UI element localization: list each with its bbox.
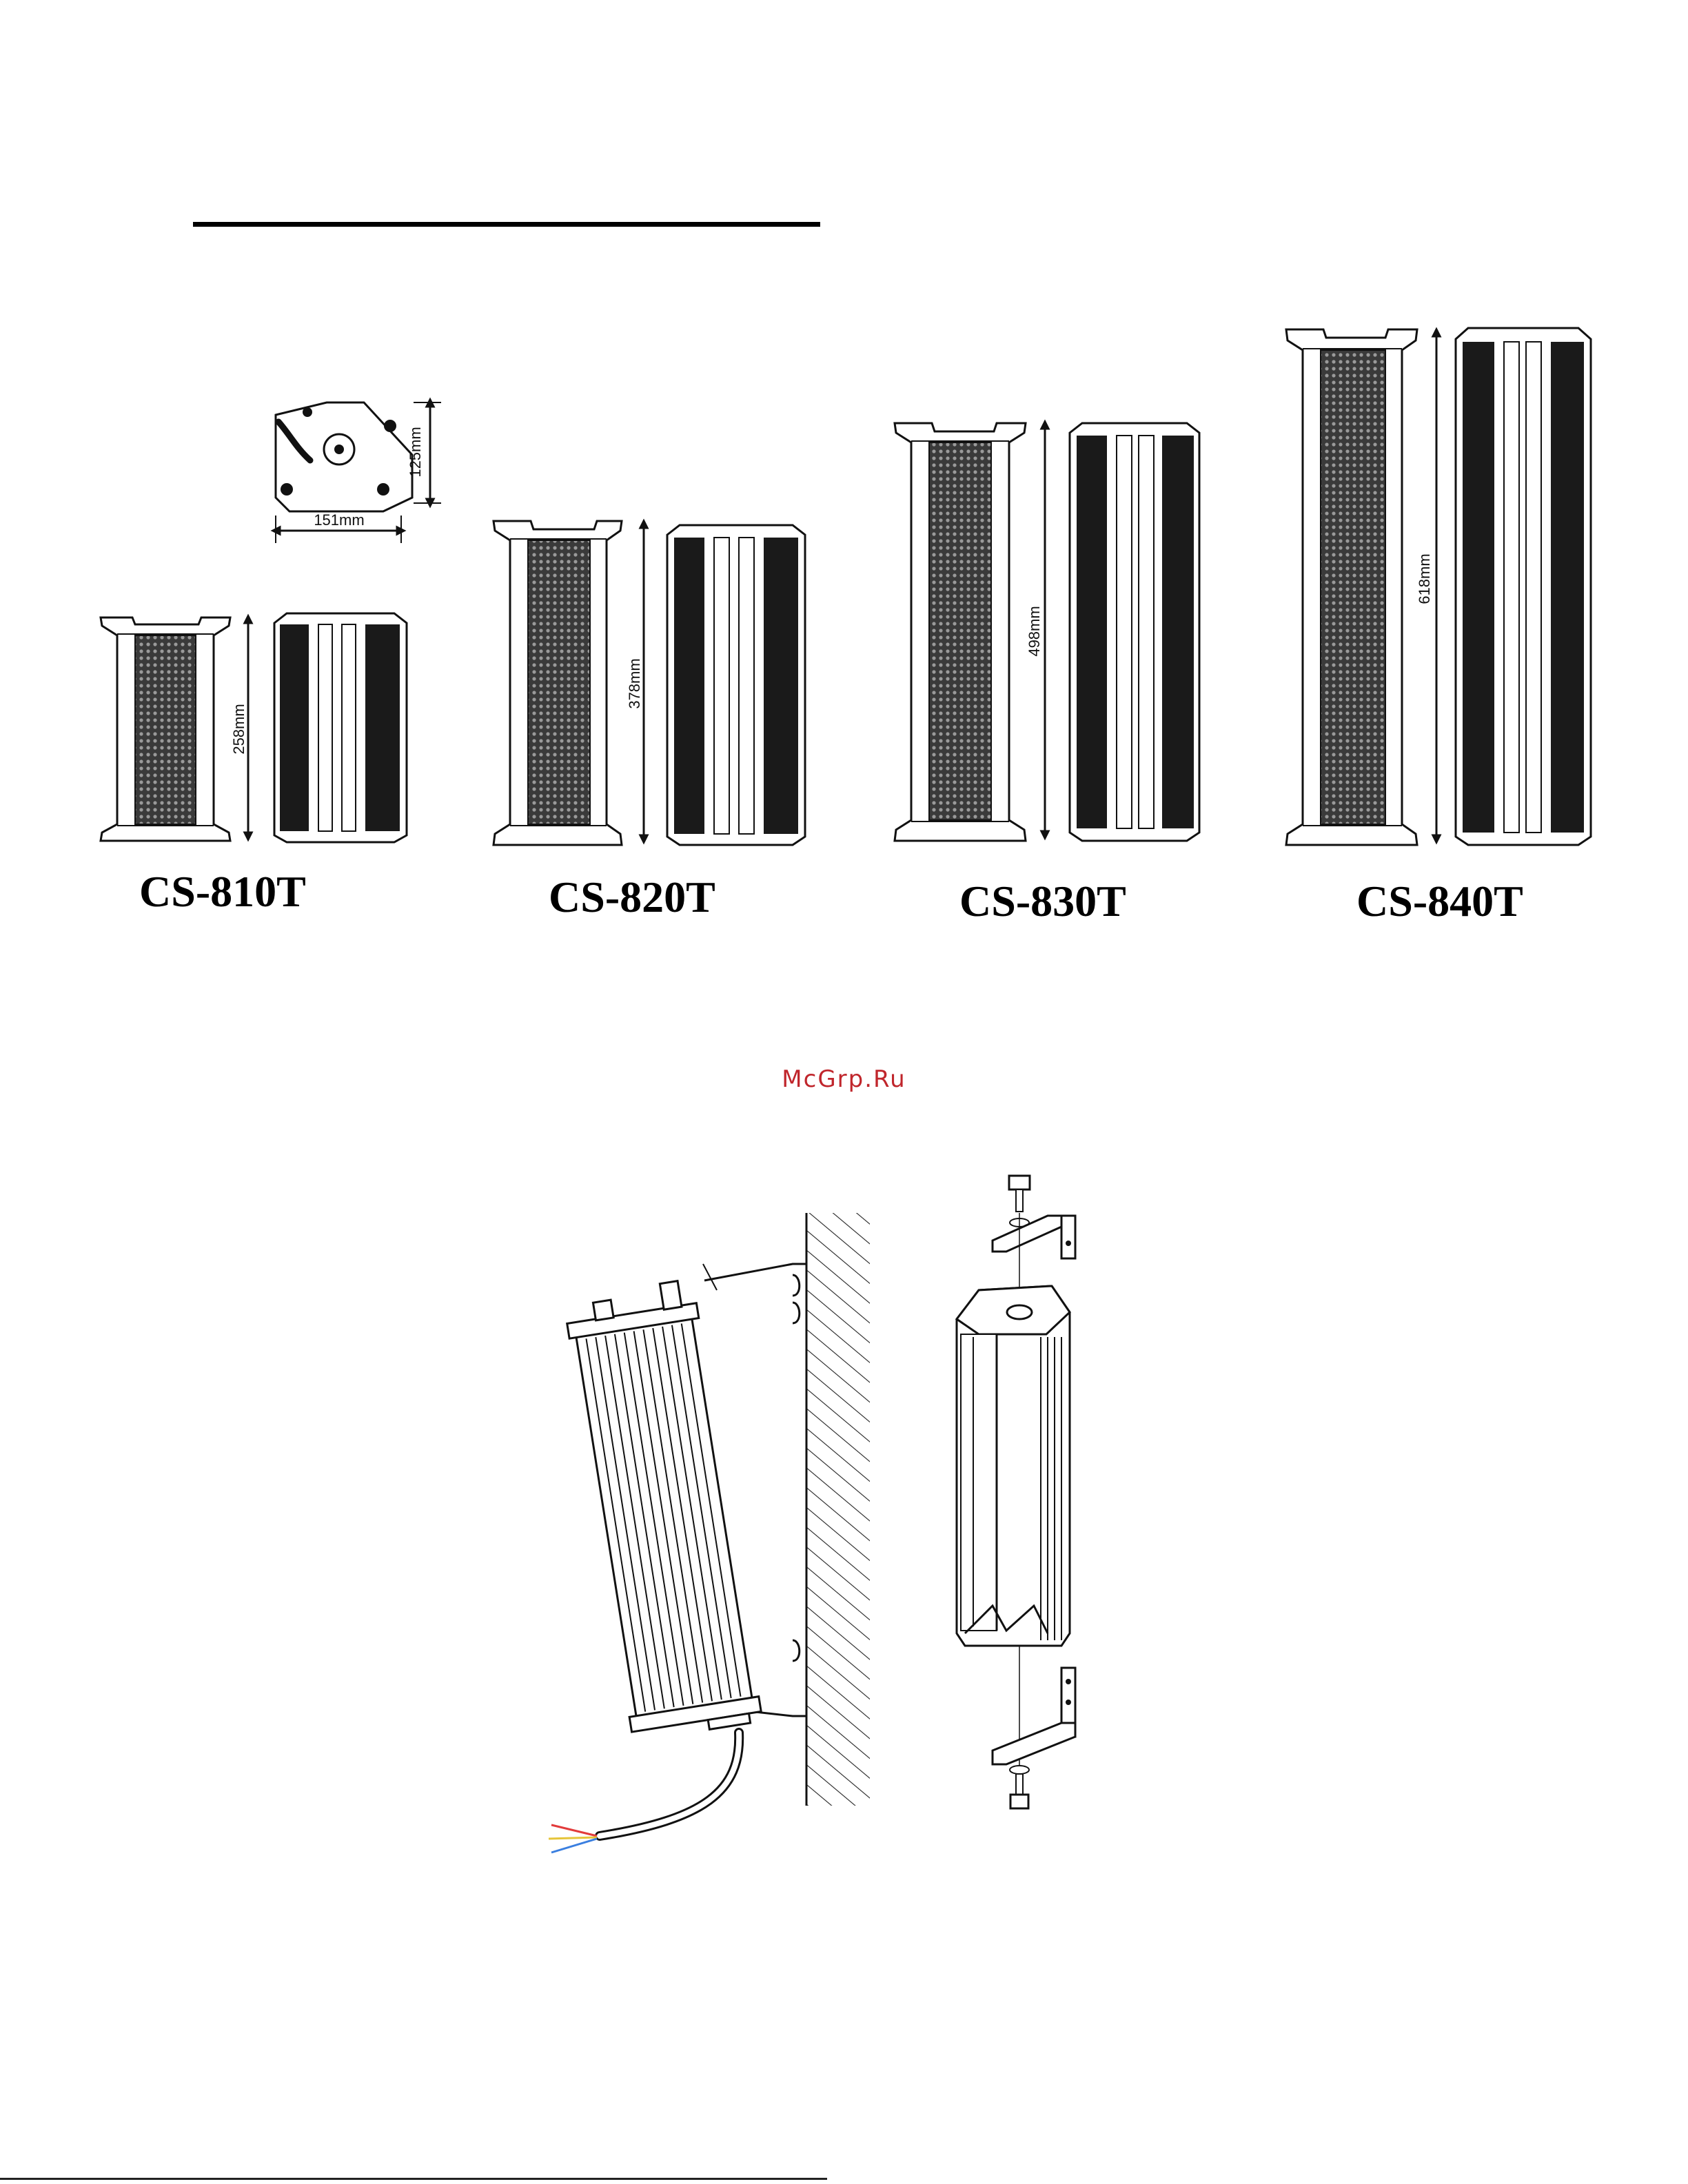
speaker-cs-840t-front	[1286, 329, 1436, 845]
model-label-cs-820t: CS-820T	[549, 875, 715, 919]
speaker-cs-820t-side	[667, 525, 805, 845]
speaker-cs-840t-side	[1456, 328, 1591, 845]
exploded-mount-diagram	[957, 1176, 1075, 1808]
footer-rule	[0, 2178, 827, 2180]
watermark: McGrp.Ru	[0, 1065, 1688, 1093]
cs-830t-height-label: 498mm	[1026, 606, 1043, 656]
cs-810t-height-label: 258mm	[230, 704, 247, 754]
model-label-cs-830t: CS-830T	[959, 879, 1126, 923]
top-view-depth-label: 125mm	[407, 427, 424, 477]
speaker-cs-830t-front	[895, 423, 1045, 841]
speaker-cs-810t-front	[101, 618, 248, 841]
speaker-cs-830t-side	[1070, 423, 1199, 841]
cs-820t-height-label: 378mm	[626, 658, 643, 708]
speaker-cs-820t-front	[494, 521, 644, 845]
model-label-cs-810t: CS-810T	[139, 870, 306, 914]
speaker-cs-810t-side	[274, 613, 407, 842]
model-label-cs-840t: CS-840T	[1356, 879, 1523, 923]
top-view-width-label: 151mm	[314, 511, 364, 529]
wall-mount-diagram	[549, 1213, 870, 1853]
cs-840t-height-label: 618mm	[1416, 553, 1433, 604]
